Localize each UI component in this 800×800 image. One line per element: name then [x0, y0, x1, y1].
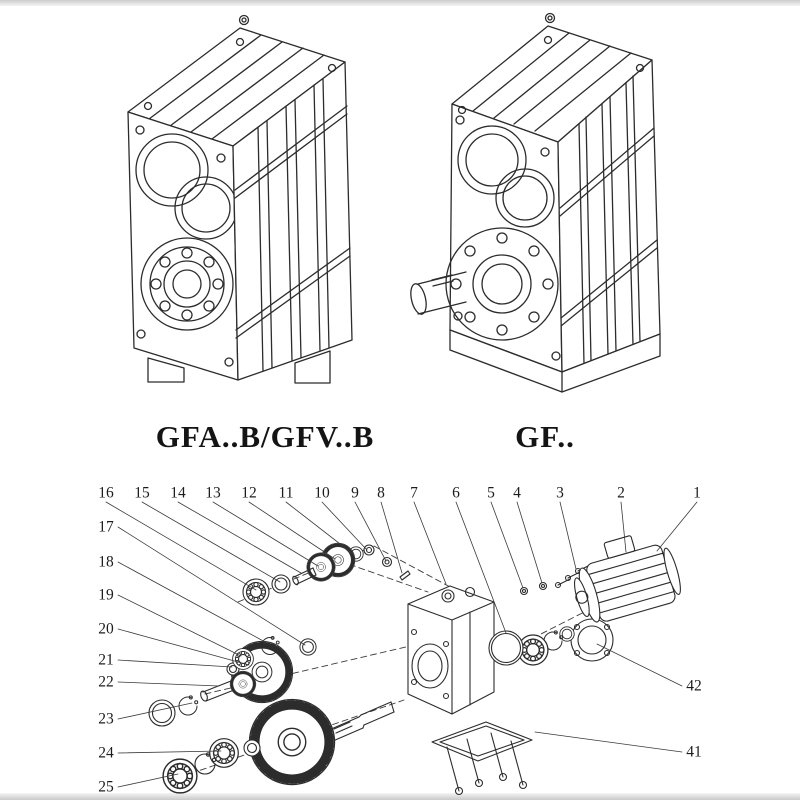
page-top-edge [0, 0, 800, 6]
callout-25: 25 [98, 778, 114, 796]
terminal-box [603, 535, 636, 559]
part-end-cover [570, 618, 614, 662]
part-gasket-and-bolts [431, 721, 533, 796]
callout-12: 12 [241, 484, 257, 502]
gearbox-drawing-foot-mounted [127, 14, 353, 384]
callout-21: 21 [98, 651, 114, 669]
callout-3: 3 [556, 484, 564, 502]
callout-7: 7 [410, 484, 418, 502]
callout-11: 11 [278, 484, 294, 502]
part-housing [407, 585, 495, 715]
filler-plug-icon [238, 14, 250, 26]
output-shaft [410, 271, 467, 315]
callout-15: 15 [134, 484, 150, 502]
callout-9: 9 [351, 484, 359, 502]
part-intermediate-bearing [232, 648, 254, 670]
part-small-washer [381, 556, 393, 568]
callout-18: 18 [98, 553, 114, 571]
part-intermediate-pinion [228, 669, 258, 699]
gearbox-drawing-shaft-version [410, 12, 661, 393]
filler-plug-icon [544, 12, 556, 24]
callout-20: 20 [98, 620, 114, 638]
callout-23: 23 [98, 710, 114, 728]
part-intermediate-shaft [200, 680, 235, 702]
callout-13: 13 [205, 484, 221, 502]
callout-5: 5 [487, 484, 495, 502]
callout-19: 19 [98, 586, 114, 604]
page-bottom-edge [0, 793, 800, 800]
callout-16: 16 [98, 484, 114, 502]
part-key [399, 570, 411, 581]
callout-4: 4 [513, 484, 521, 502]
part-oil-seal-left [148, 699, 176, 727]
callout-6: 6 [452, 484, 460, 502]
part-input-bearing [242, 578, 270, 606]
part-motor [573, 535, 681, 623]
output-flange [445, 227, 559, 341]
part-washer-output [243, 739, 261, 757]
part-nut [363, 544, 375, 556]
callout-1: 1 [693, 484, 701, 502]
part-oil-seal-right [488, 630, 524, 666]
leader-lines [105, 501, 698, 788]
callout-24: 24 [98, 744, 114, 762]
part-output-bearing [209, 738, 239, 768]
callout-14: 14 [170, 484, 186, 502]
model-label-left: GFA..B/GFV..B [155, 419, 375, 454]
callout-2: 2 [617, 484, 625, 502]
callout-42: 42 [686, 677, 702, 695]
callout-22: 22 [98, 673, 114, 691]
callout-41: 41 [686, 743, 702, 761]
part-input-shaft [292, 567, 317, 586]
exploded-view-drawing [148, 535, 681, 796]
part-washer [271, 574, 291, 594]
model-label-right: GF.. [515, 419, 575, 454]
callout-8: 8 [377, 484, 385, 502]
part-washer-21 [226, 662, 240, 676]
output-bearing-face [140, 237, 234, 331]
callout-17: 17 [98, 518, 114, 536]
part-output-gear [250, 700, 335, 785]
part-ring-17 [299, 638, 317, 656]
callout-10: 10 [314, 484, 330, 502]
